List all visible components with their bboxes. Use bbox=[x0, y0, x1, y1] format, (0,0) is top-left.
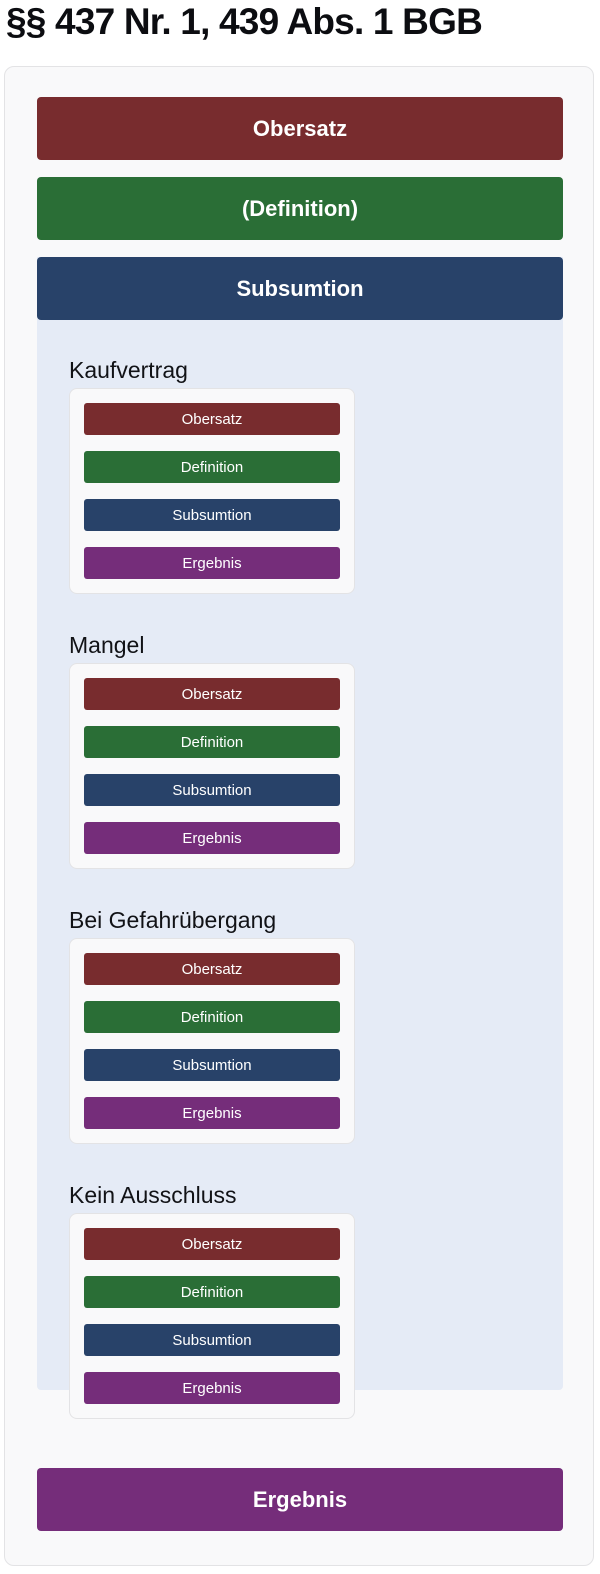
group-card: Obersatz Definition Subsumtion Ergebnis bbox=[69, 663, 355, 869]
step-ergebnis[interactable]: Ergebnis bbox=[84, 547, 340, 579]
step-definition[interactable]: Definition bbox=[84, 726, 340, 758]
subsumtion-section: Subsumtion Kaufvertrag Obersatz Definiti… bbox=[37, 257, 563, 1419]
step-obersatz[interactable]: Obersatz bbox=[84, 403, 340, 435]
step-ergebnis[interactable]: Ergebnis bbox=[84, 822, 340, 854]
ergebnis-block[interactable]: Ergebnis bbox=[37, 1468, 563, 1531]
step-definition[interactable]: Definition bbox=[84, 1276, 340, 1308]
step-obersatz[interactable]: Obersatz bbox=[84, 953, 340, 985]
group-kein-ausschluss: Kein Ausschluss Obersatz Definition Subs… bbox=[69, 1181, 359, 1419]
page-title: §§ 437 Nr. 1, 439 Abs. 1 BGB bbox=[6, 1, 483, 42]
group-kaufvertrag: Kaufvertrag Obersatz Definition Subsumti… bbox=[69, 356, 359, 594]
step-ergebnis[interactable]: Ergebnis bbox=[84, 1097, 340, 1129]
step-subsumtion[interactable]: Subsumtion bbox=[84, 1324, 340, 1356]
step-definition[interactable]: Definition bbox=[84, 451, 340, 483]
step-obersatz[interactable]: Obersatz bbox=[84, 678, 340, 710]
step-subsumtion[interactable]: Subsumtion bbox=[84, 774, 340, 806]
group-card: Obersatz Definition Subsumtion Ergebnis bbox=[69, 938, 355, 1144]
subsumtion-block[interactable]: Subsumtion bbox=[37, 257, 563, 320]
step-subsumtion[interactable]: Subsumtion bbox=[84, 499, 340, 531]
group-mangel: Mangel Obersatz Definition Subsumtion Er… bbox=[69, 631, 359, 869]
group-card: Obersatz Definition Subsumtion Ergebnis bbox=[69, 388, 355, 594]
group-card: Obersatz Definition Subsumtion Ergebnis bbox=[69, 1213, 355, 1419]
group-gefahruebergang: Bei Gefahrübergang Obersatz Definition S… bbox=[69, 906, 359, 1144]
step-definition[interactable]: Definition bbox=[84, 1001, 340, 1033]
group-label: Bei Gefahrübergang bbox=[69, 907, 277, 933]
group-label: Kein Ausschluss bbox=[69, 1182, 237, 1208]
group-label: Mangel bbox=[69, 632, 145, 658]
step-obersatz[interactable]: Obersatz bbox=[84, 1228, 340, 1260]
step-subsumtion[interactable]: Subsumtion bbox=[84, 1049, 340, 1081]
scheme-container: Obersatz (Definition) Subsumtion Kaufver… bbox=[4, 66, 594, 1566]
obersatz-block[interactable]: Obersatz bbox=[37, 97, 563, 160]
group-label: Kaufvertrag bbox=[69, 357, 188, 383]
step-ergebnis[interactable]: Ergebnis bbox=[84, 1372, 340, 1404]
definition-block[interactable]: (Definition) bbox=[37, 177, 563, 240]
